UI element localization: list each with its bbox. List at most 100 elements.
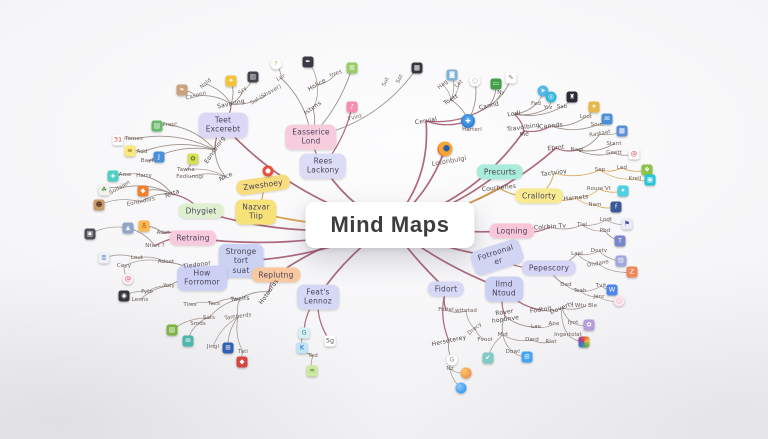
bubble-replutng[interactable]: Replutng [251, 267, 301, 283]
icon-dark-grid[interactable]: ▦ [411, 62, 423, 74]
icon-facebook[interactable]: f [610, 201, 622, 213]
bubble-nazvar-tiip[interactable]: Nazvar Tiip [235, 199, 277, 225]
icon-green-sheet[interactable]: ▤ [166, 324, 178, 336]
leaf-sout[interactable]: Sout [590, 122, 604, 128]
leaf-lae[interactable]: Lae [530, 324, 542, 330]
icon-tv-green[interactable]: ▭ [490, 78, 502, 90]
icon-note-5g[interactable]: 5g [324, 335, 336, 347]
leaf-dard[interactable]: Dard [525, 337, 539, 343]
twig-tetta[interactable]: Tetta [163, 188, 181, 200]
icon-dice[interactable]: ⚄ [615, 255, 627, 267]
leaf-frep[interactable]: Frep! [162, 122, 178, 128]
leaf-yoty[interactable]: Yoty [163, 283, 175, 289]
bubble-pepescory[interactable]: Pepescory [521, 260, 577, 276]
icon-grass-app[interactable]: ♒ [306, 365, 318, 377]
icon-harterl[interactable]: ✚ [461, 114, 475, 128]
leaf-tvit[interactable]: Tvit [595, 283, 607, 289]
icon-w-blue[interactable]: W [606, 284, 618, 296]
leaf-dostv[interactable]: Dostv [590, 248, 608, 254]
leaf-rlat[interactable]: Rlat [545, 339, 557, 345]
icon-black-hat[interactable]: ♜ [566, 91, 578, 103]
icon-ring[interactable]: ○ [469, 75, 481, 87]
central-topic[interactable]: Mind Maps [305, 202, 475, 248]
leaf-fvool[interactable]: Fvool [477, 337, 493, 343]
icon-photo-dark[interactable]: ▣ [84, 228, 96, 240]
leaf-add[interactable]: Add [136, 149, 148, 155]
twig-courberles[interactable]: Courberles [481, 182, 517, 194]
leaf-irres[interactable]: Irres [329, 69, 343, 79]
icon-firefox[interactable] [437, 141, 453, 157]
icon-mail-red[interactable]: @ [628, 148, 640, 160]
twig-holice[interactable]: Holice [306, 77, 328, 93]
leaf-pbd[interactable]: Pbd [599, 228, 611, 234]
leaf-nz[interactable]: Nz [446, 366, 454, 372]
icon-white-note[interactable]: ✎ [505, 72, 517, 84]
leaf-fedlunogi[interactable]: Fedlunogi [176, 174, 204, 180]
icon-lime-app[interactable]: ✿ [187, 153, 199, 165]
icon-t-blue[interactable]: T [614, 235, 626, 247]
icon-pin-red[interactable]: ● [262, 165, 274, 177]
twig-twelfs[interactable]: Twelfs [230, 294, 250, 304]
leaf-smds[interactable]: Smds [190, 321, 206, 327]
icon-butterfly[interactable]: ❧ [176, 84, 188, 96]
leaf-lodt[interactable]: Lodt [599, 217, 613, 223]
leaf-fyto[interactable]: Fyto [141, 289, 153, 295]
leaf-dad[interactable]: Dad [560, 282, 572, 288]
icon-green-apple[interactable]: ❖ [641, 164, 653, 176]
icon-question-badge[interactable]: ? [270, 58, 282, 70]
icon-kp-app[interactable]: K [296, 342, 308, 354]
bubble-crallorty[interactable]: Crallorty [515, 188, 563, 204]
icon-teal-app[interactable]: ◈ [107, 170, 119, 182]
leaf-jenr[interactable]: Jenr [593, 294, 605, 300]
icon-calendar[interactable]: 31 [112, 134, 124, 146]
leaf-lout[interactable]: Lout [130, 255, 144, 261]
leaf-bayn[interactable]: Bayn [140, 158, 156, 164]
twig-cannd[interactable]: Cannd [478, 100, 500, 112]
twig-colrbin-tv[interactable]: Colrbin Tv [533, 222, 567, 232]
twig-travolbing[interactable]: Travolbing Me [506, 121, 541, 139]
leaf-tial[interactable]: Tial [576, 222, 588, 228]
leaf-tames[interactable]: Tames [125, 136, 143, 142]
bubble-easserice-lond[interactable]: Easserice Lond [285, 124, 337, 150]
icon-purple-flower[interactable]: ✿ [583, 319, 595, 331]
bubble-zweshoey[interactable]: Zweshoey [235, 173, 291, 197]
leaf-casonn[interactable]: Casonn [185, 90, 207, 102]
icon-person-suit[interactable]: ♙ [138, 220, 150, 232]
twig-nice[interactable]: Nice [218, 170, 234, 184]
leaf-adoet[interactable]: Adoet [157, 259, 175, 265]
icon-mosaic[interactable] [578, 336, 590, 348]
icon-star-app[interactable]: ✦ [225, 75, 237, 87]
leaf-ted[interactable]: Ted [308, 353, 318, 359]
leaf-ingertolat[interactable]: Ingertolat [554, 332, 582, 338]
bubble-ilmd-ntoud[interactable]: Ilmd Ntoud [485, 276, 523, 302]
icon-leaf-app[interactable]: ☘ [98, 184, 110, 196]
icon-w-grid[interactable]: ⊞ [521, 351, 533, 363]
icon-blue-cal[interactable]: ▦ [616, 125, 628, 137]
icon-cyan-star[interactable]: ✦ [617, 185, 629, 197]
icon-cyan-disc[interactable]: ◎ [545, 91, 557, 103]
icon-z-orange[interactable]: Z [626, 266, 638, 278]
icon-pink-ring[interactable]: ◌ [613, 295, 625, 307]
leaf-fed[interactable]: Fed [530, 101, 542, 107]
twig-ebrnt[interactable]: Ebrnt [547, 143, 565, 153]
icon-yellow-note[interactable]: ≡ [124, 145, 136, 157]
leaf-sep[interactable]: Sep [594, 167, 606, 173]
leaf-rastaet[interactable]: Rastaet [588, 129, 612, 139]
icon-landscape[interactable]: ▲ [122, 222, 134, 234]
leaf-lout-r[interactable]: Lout [579, 114, 593, 120]
leaf-dow[interactable]: Dow! [505, 349, 521, 355]
leaf-sodajen[interactable]: Sodajen [108, 179, 132, 197]
icon-windows-app[interactable]: ⊞ [222, 342, 234, 354]
leaf-tamberds[interactable]: Tamberds [224, 312, 252, 322]
leaf-yrz[interactable]: Yrz [543, 105, 553, 111]
leaf-teah[interactable]: Teah [573, 288, 587, 294]
leaf-sut[interactable]: Sut [381, 76, 391, 88]
icon-bird-blue[interactable]: ➤ [537, 85, 549, 97]
leaf-ny[interactable]: Ny [497, 90, 505, 96]
leaf-eordndors[interactable]: Eordndors [126, 196, 156, 208]
icon-flag-blue[interactable]: ⚑ [621, 218, 633, 230]
leaf-wttotad[interactable]: wttotad [455, 308, 477, 314]
twig-harnets[interactable]: Harnets [563, 193, 589, 203]
leaf-wtu-ble[interactable]: Wtu Ble [574, 303, 598, 309]
twig-cannds[interactable]: Cannds [538, 121, 564, 131]
